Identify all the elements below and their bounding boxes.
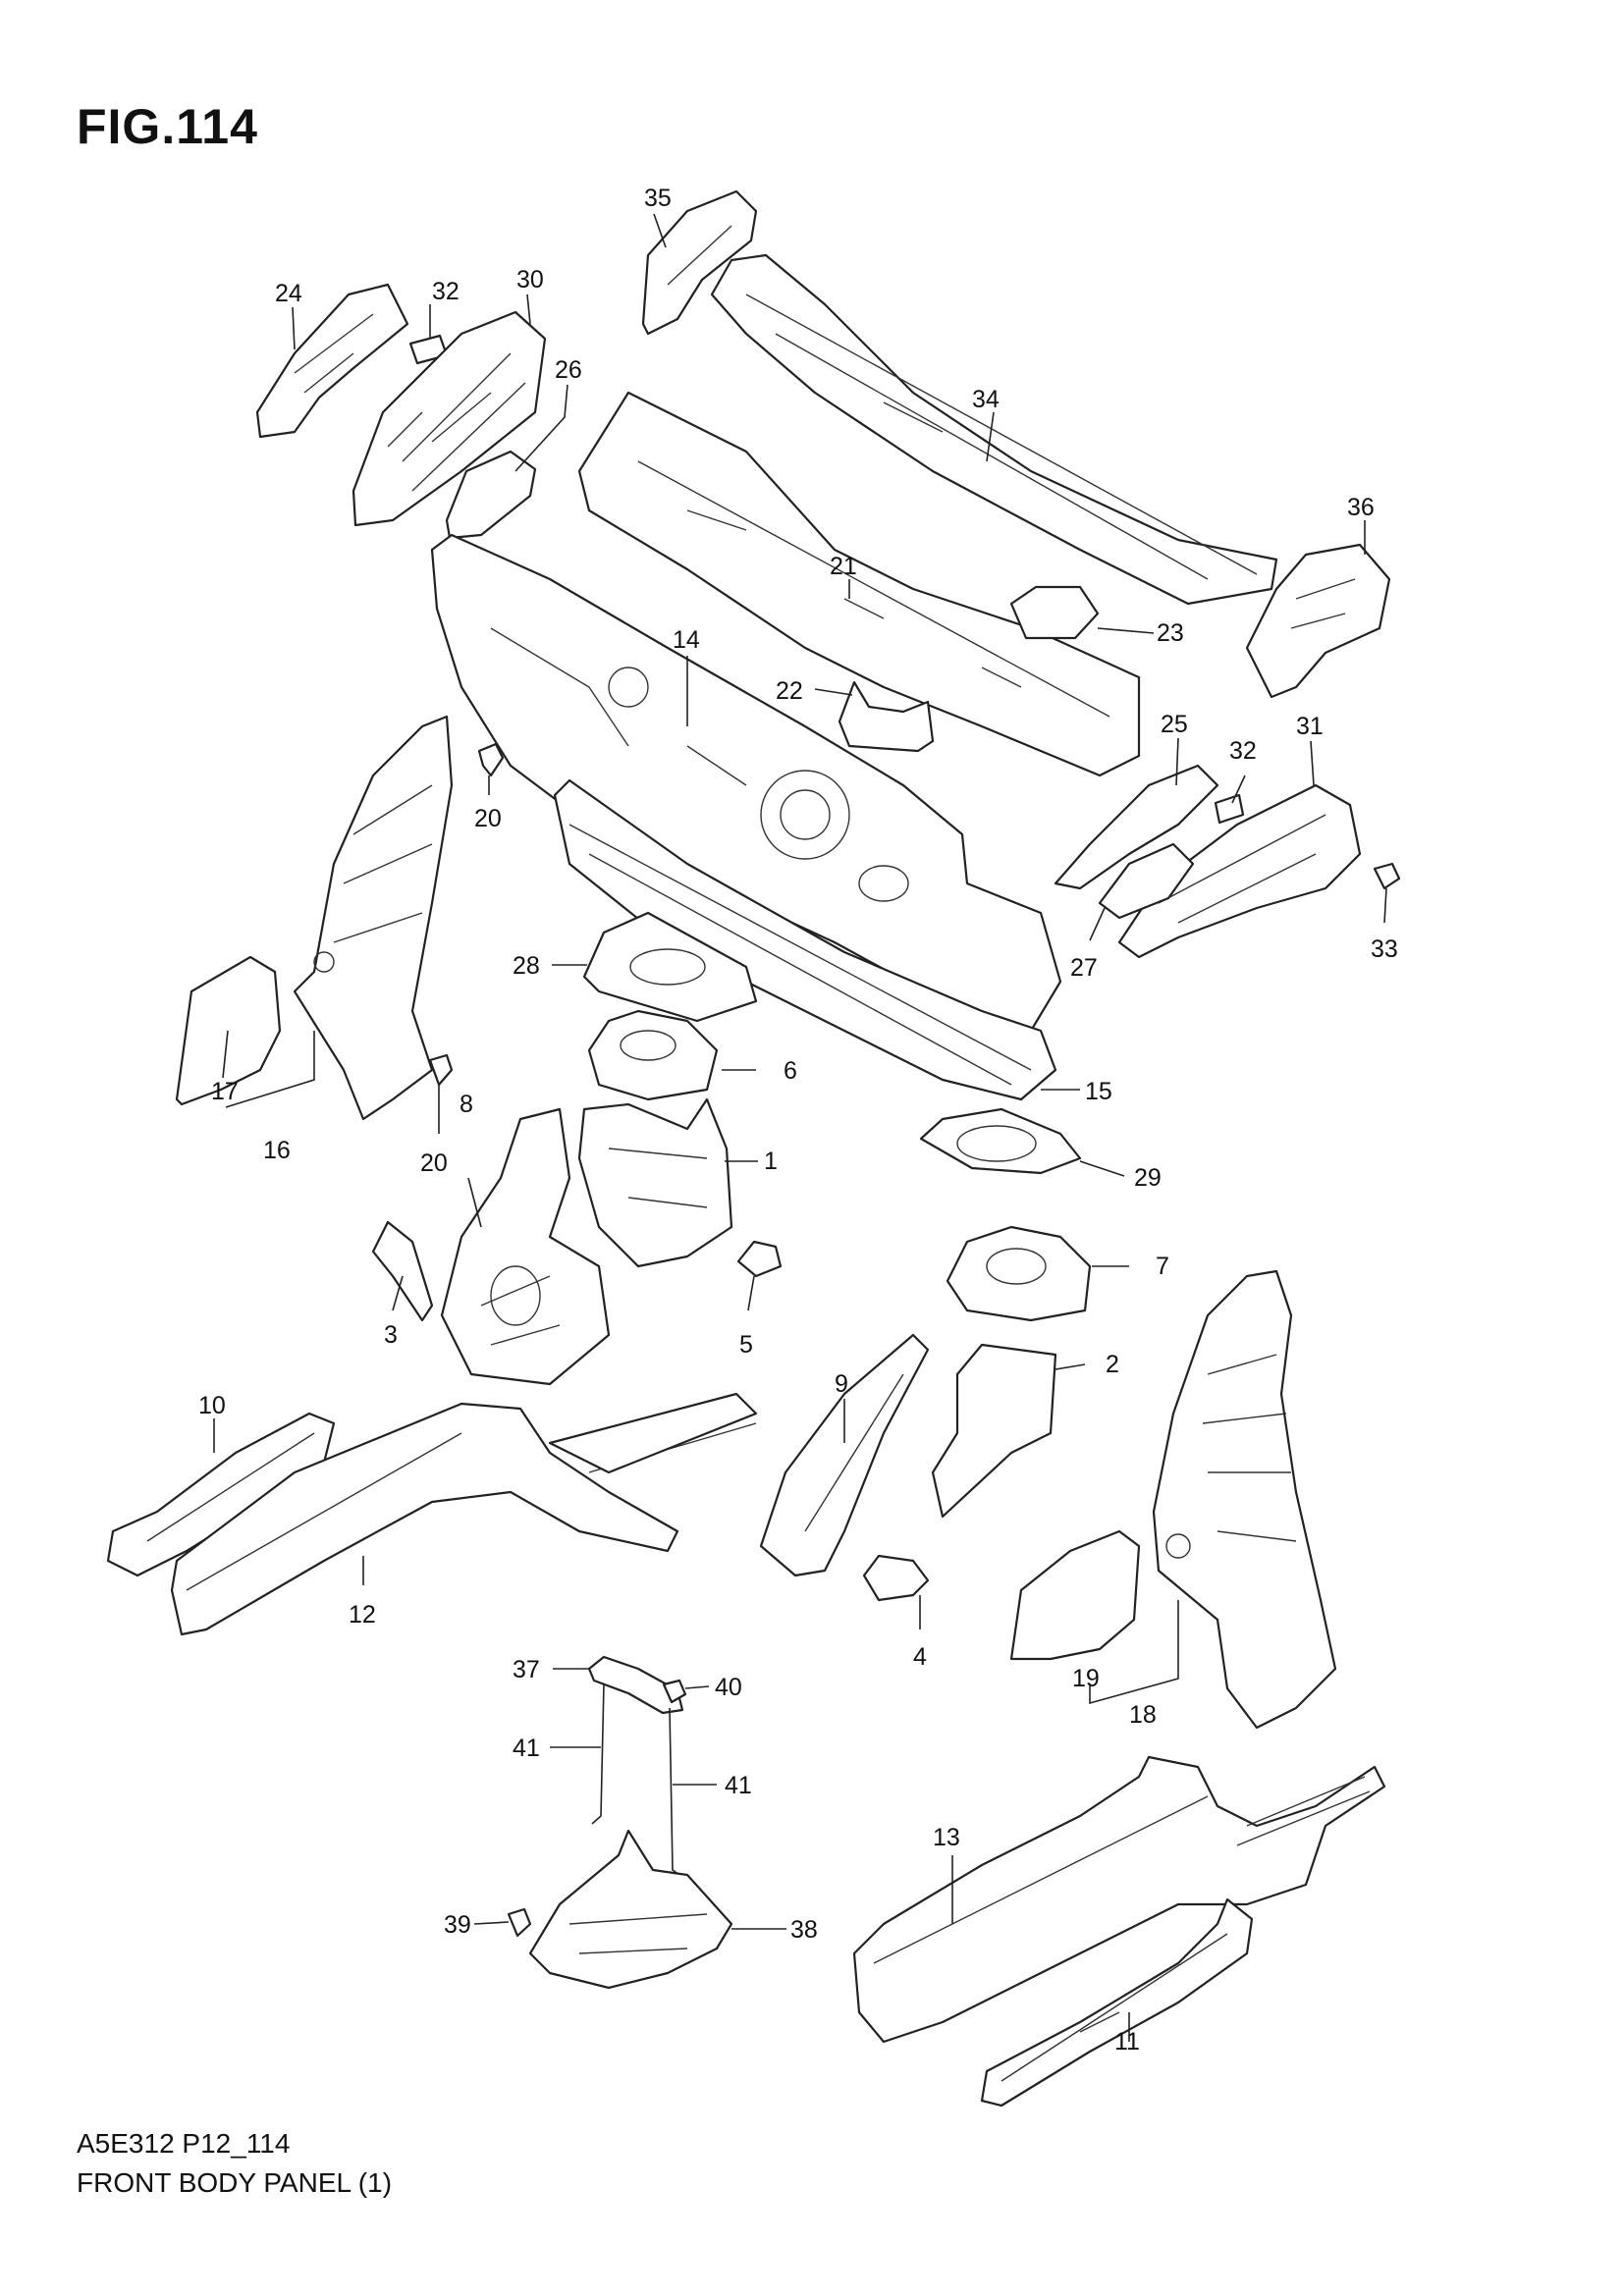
- callout-7: 7: [1156, 1253, 1169, 1280]
- part-41-rod-right: [669, 1707, 683, 1878]
- part-22: [838, 680, 935, 753]
- callout-21: 21: [830, 553, 857, 580]
- callout-11: 11: [1114, 2028, 1140, 2056]
- part-20-bolt-lower: [428, 1053, 454, 1087]
- callout-4: 4: [913, 1643, 927, 1671]
- part-28: [582, 911, 758, 1023]
- callout-6: 6: [784, 1057, 797, 1085]
- part-37: [587, 1655, 684, 1715]
- callout-23: 23: [1157, 619, 1184, 647]
- callout-9: 9: [835, 1370, 848, 1398]
- part-40-nut: [662, 1679, 687, 1704]
- callout-31: 31: [1296, 713, 1324, 740]
- part-12: [170, 1392, 758, 1636]
- part-24: [255, 283, 409, 439]
- callout-13: 13: [933, 1824, 960, 1851]
- part-16: [293, 715, 454, 1121]
- part-6: [587, 1009, 719, 1101]
- callout-30: 30: [516, 266, 544, 294]
- callout-17: 17: [211, 1078, 239, 1105]
- part-36: [1245, 543, 1391, 699]
- callout-15: 15: [1085, 1078, 1112, 1105]
- figure-title: FIG.114: [77, 99, 258, 154]
- callout-27: 27: [1070, 954, 1098, 982]
- callout-8: 8: [460, 1091, 473, 1118]
- callout-2: 2: [1106, 1351, 1119, 1378]
- callout-35: 35: [644, 185, 672, 212]
- part-25: [1054, 764, 1219, 890]
- callout-33: 33: [1371, 935, 1398, 963]
- part-11: [980, 1897, 1254, 2108]
- part-39-bolt: [507, 1907, 532, 1938]
- callout-14: 14: [673, 626, 700, 654]
- figure-name: FRONT BODY PANEL (1): [77, 2167, 393, 2198]
- callout-36: 36: [1347, 494, 1375, 521]
- part-1: [577, 1097, 733, 1268]
- part-7: [946, 1225, 1092, 1322]
- callout-41-right: 41: [725, 1772, 752, 1799]
- part-13: [852, 1755, 1386, 2044]
- part-14: [430, 533, 1062, 1033]
- part-18: [1152, 1269, 1337, 1730]
- callout-32-upper: 32: [432, 278, 460, 305]
- callout-38: 38: [790, 1916, 818, 1944]
- callout-10: 10: [198, 1392, 226, 1419]
- callout-25: 25: [1161, 711, 1188, 738]
- part-29: [919, 1107, 1082, 1175]
- part-19: [1009, 1529, 1141, 1661]
- part-8: [440, 1107, 611, 1386]
- callout-16: 16: [263, 1137, 291, 1164]
- callout-28: 28: [513, 952, 540, 980]
- part-32-right: [1214, 793, 1245, 825]
- callout-24: 24: [275, 280, 302, 307]
- part-20-bolt-upper: [477, 742, 505, 777]
- part-34: [710, 253, 1278, 606]
- callout-20-upper: 20: [474, 805, 502, 832]
- callout-37: 37: [513, 1656, 540, 1683]
- callout-5: 5: [739, 1331, 753, 1359]
- callout-40: 40: [715, 1674, 742, 1701]
- part-30: [352, 310, 547, 527]
- callout-26: 26: [555, 356, 582, 384]
- callout-18: 18: [1129, 1701, 1157, 1729]
- figure-code: A5E312 P12_114: [77, 2128, 291, 2159]
- callout-41-left: 41: [513, 1735, 540, 1762]
- part-5: [736, 1240, 783, 1278]
- part-27: [1098, 842, 1195, 920]
- part-21: [577, 391, 1141, 777]
- part-38: [528, 1829, 733, 1990]
- part-33-bolt: [1373, 862, 1401, 890]
- part-9: [759, 1333, 930, 1577]
- part-4: [862, 1554, 930, 1602]
- callout-22: 22: [776, 677, 803, 705]
- callout-19: 19: [1072, 1665, 1100, 1692]
- part-35: [641, 189, 758, 336]
- callout-29: 29: [1134, 1164, 1162, 1192]
- callout-32-right: 32: [1229, 737, 1257, 765]
- part-2: [931, 1343, 1057, 1519]
- part-17: [175, 955, 282, 1106]
- callout-34: 34: [972, 386, 1000, 413]
- part-3: [371, 1220, 434, 1322]
- callout-1: 1: [764, 1148, 778, 1175]
- callout-20-lower: 20: [420, 1149, 448, 1177]
- part-23: [1009, 585, 1100, 640]
- callout-12: 12: [349, 1601, 376, 1629]
- part-10: [106, 1412, 336, 1577]
- part-41-rod-left: [591, 1682, 605, 1825]
- callout-39: 39: [444, 1911, 471, 1939]
- callout-3: 3: [384, 1321, 398, 1349]
- leader-lines: [213, 213, 1387, 2042]
- part-31: [1117, 783, 1362, 959]
- callout-labels: 24 32 30 26 35 34 36 21 23 22 14 25 32 3…: [198, 185, 1398, 2056]
